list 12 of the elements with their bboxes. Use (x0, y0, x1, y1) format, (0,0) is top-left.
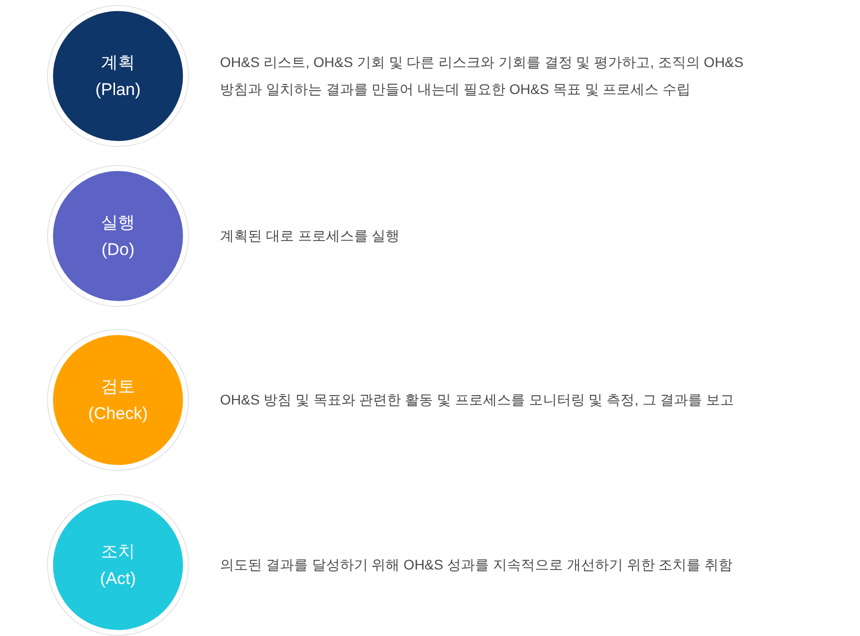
description-text: 의도된 결과를 달성하기 위해 OH&S 성과를 지속적으로 개선하기 위한 조치를 취함 (220, 556, 734, 574)
phase-subtitle: (Plan) (95, 79, 141, 101)
phase-subtitle: (Act) (100, 568, 136, 590)
phase-subtitle: (Do) (101, 239, 135, 261)
phase-title: 계획 (101, 52, 135, 74)
description-text: OH&S 방침 및 목표와 관련한 활동 및 프로세스를 모니터링 및 측정, 그 결과를 보고 (220, 390, 736, 410)
phase-title: 검토 (101, 376, 135, 398)
phase-subtitle: (Check) (88, 403, 148, 425)
phase-title: 조치 (101, 541, 135, 563)
description-text: 계획된 대로 프로세스를 실행 (220, 226, 401, 246)
phase-title: 실행 (101, 212, 135, 234)
description-text: OH&S 리스트, OH&S 기회 및 다른 리스크와 기회를 결정 및 평가하고, 조직의 OH&S 방침과 일치하는 결과를 만들어 내는데 필요한 OH&S 목표 및 프로세스 수립 (220, 53, 744, 99)
